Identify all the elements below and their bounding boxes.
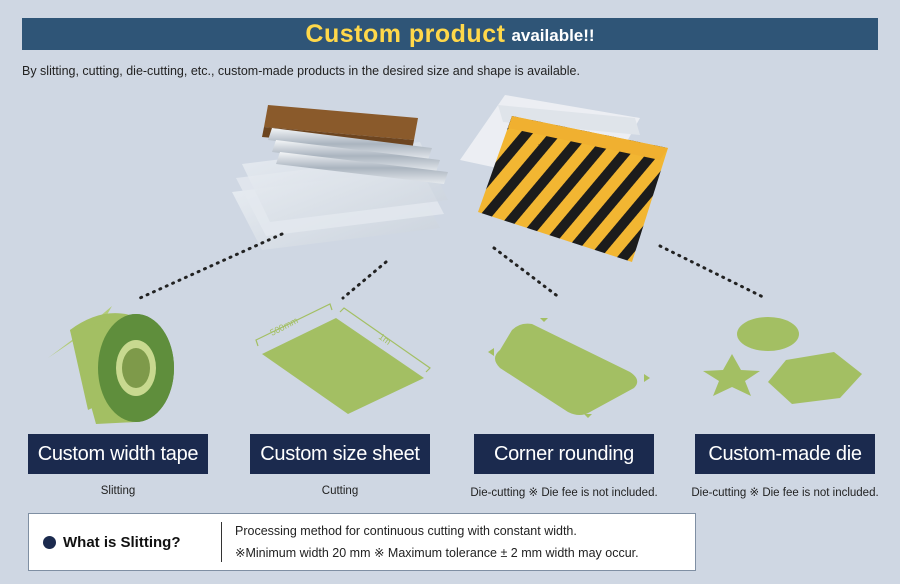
info-divider	[221, 522, 222, 562]
card-subtitle-corner: Die-cutting ※ Die fee is not included.	[470, 487, 658, 499]
hazard-product-image	[460, 95, 668, 262]
card-title-corner: Corner rounding	[474, 434, 654, 474]
width-dimension-label: 500mm	[268, 315, 299, 338]
slitting-info-box: What is Slitting? Processing method for …	[28, 513, 696, 571]
card-title-die: Custom-made die	[695, 434, 875, 474]
info-line-1: Processing method for continuous cutting…	[235, 524, 577, 538]
header-banner: Custom product available!!	[22, 18, 878, 50]
info-title: What is Slitting?	[63, 534, 181, 551]
bullet-dot-icon	[43, 536, 56, 549]
rounded-sheet-icon	[488, 318, 650, 418]
info-line-2: ※Minimum width 20 mm ※ Maximum tolerance…	[235, 546, 639, 560]
film-product-image	[232, 105, 448, 250]
intro-text: By slitting, cutting, die-cutting, etc.,…	[22, 64, 580, 78]
die-shapes-icon	[703, 317, 862, 404]
banner-title: Custom product	[305, 19, 506, 48]
size-sheet-icon: 500mm 1m	[255, 303, 431, 414]
tape-roll-icon	[48, 306, 174, 424]
length-dimension-label: 1m	[377, 331, 393, 346]
card-title-tape: Custom width tape	[28, 434, 208, 474]
connector-lines	[138, 232, 767, 300]
banner-suffix: available!!	[511, 26, 595, 45]
card-subtitle-sheet: Cutting	[321, 485, 359, 497]
card-subtitle-tape: Slitting	[100, 485, 136, 497]
card-title-sheet: Custom size sheet	[250, 434, 430, 474]
card-subtitle-die: Die-cutting ※ Die fee is not included.	[691, 487, 879, 499]
info-title-wrap: What is Slitting?	[43, 534, 181, 551]
